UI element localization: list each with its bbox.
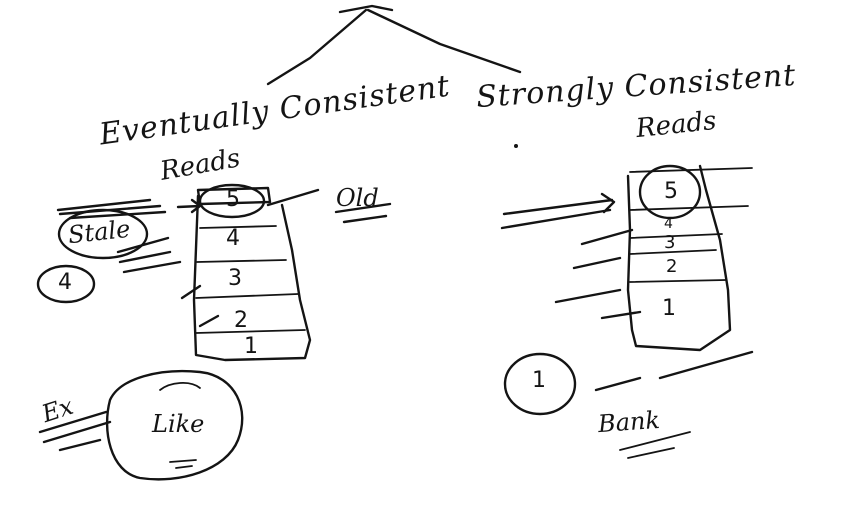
right-stack-value-3: 3 bbox=[664, 232, 676, 253]
tree-branch-left bbox=[266, 8, 368, 86]
stale-label: Stale bbox=[66, 214, 132, 250]
tree-root-mark bbox=[338, 4, 394, 14]
tree-branch-right bbox=[366, 8, 522, 74]
right-stack bbox=[500, 164, 753, 352]
right-stack-value-top: 5 bbox=[664, 179, 678, 204]
right-extra-scribble bbox=[503, 144, 754, 459]
example-scribble bbox=[38, 369, 244, 481]
left-stack-value-4: 2 bbox=[234, 308, 248, 333]
old-underline bbox=[334, 202, 392, 224]
left-stack-value-5: 1 bbox=[244, 334, 258, 359]
right-example-item: Bank bbox=[597, 405, 661, 439]
right-stack-value-4: 2 bbox=[666, 256, 678, 277]
right-circle-value: 1 bbox=[532, 368, 546, 393]
old-label: Old bbox=[336, 184, 379, 212]
right-title-line2: Reads bbox=[634, 105, 718, 145]
example-item: Like bbox=[152, 410, 205, 438]
stale-scribble bbox=[36, 198, 182, 304]
left-stack-value-2: 4 bbox=[226, 226, 240, 251]
left-stack-value-3: 3 bbox=[228, 266, 242, 291]
left-stack-value-top: 5 bbox=[226, 187, 240, 212]
right-stack-value-2: 4 bbox=[664, 216, 673, 232]
left-stack bbox=[176, 183, 320, 362]
stale-circle-value: 4 bbox=[58, 270, 72, 295]
right-stack-value-5: 1 bbox=[662, 296, 676, 321]
